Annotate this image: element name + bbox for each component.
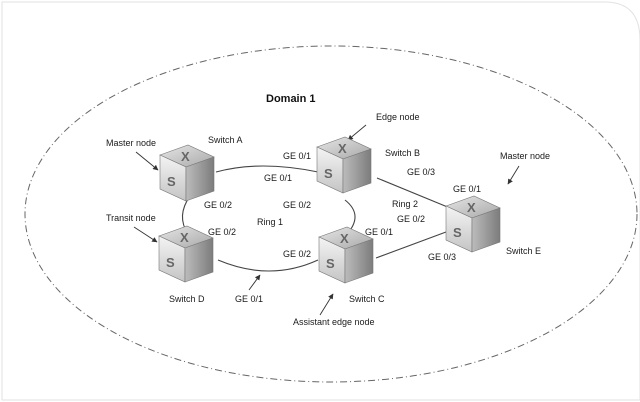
port-label: GE 0/2 (208, 227, 236, 237)
role-label-a: Master node (106, 138, 156, 148)
switch-c-name: Switch C (349, 294, 385, 304)
link-b-e (376, 177, 451, 209)
link-a-b (215, 165, 319, 173)
role-label-c: Assistant edge node (293, 317, 375, 327)
port-label: GE 0/3 (428, 252, 456, 262)
ring-2-label: Ring 2 (392, 199, 418, 209)
port-label: GE 0/3 (407, 167, 435, 177)
s-glyph-icon: S (453, 225, 462, 240)
port-label: GE 0/2 (283, 200, 311, 210)
port-label: GE 0/1 (283, 151, 311, 161)
role-label-d: Transit node (106, 213, 156, 223)
switch-e-name: Switch E (506, 246, 541, 256)
port-label: GE 0/2 (204, 200, 232, 210)
role-label-e: Master node (500, 151, 550, 161)
port-label: GE 0/1 (264, 173, 292, 183)
s-glyph-icon: S (324, 166, 333, 181)
s-glyph-icon: S (167, 174, 176, 189)
x-glyph-icon: X (340, 231, 349, 246)
ring-1-label: Ring 1 (257, 217, 283, 227)
port-label: GE 0/1 (235, 294, 263, 304)
switch-a-name: Switch A (208, 135, 243, 145)
x-glyph-icon: X (467, 200, 476, 215)
domain-title: Domain 1 (266, 93, 316, 105)
domain-boundary (24, 45, 638, 383)
x-glyph-icon: X (181, 149, 190, 164)
switch-d-name: Switch D (169, 294, 205, 304)
port-label: GE 0/2 (397, 214, 425, 224)
link-c-e (375, 231, 447, 259)
x-glyph-icon: X (180, 230, 189, 245)
switch-b-name: Switch B (385, 148, 420, 158)
x-glyph-icon: X (338, 141, 347, 156)
port-label: GE 0/1 (453, 184, 481, 194)
port-label: GE 0/1 (365, 227, 393, 237)
s-glyph-icon: S (166, 255, 175, 270)
s-glyph-icon: S (326, 256, 335, 271)
callouts (133, 124, 520, 316)
role-label-b: Edge node (376, 112, 420, 122)
switch-glyphs: X S X S X S X S X S (166, 141, 476, 271)
port-label: GE 0/2 (283, 249, 311, 259)
link-d-c (217, 259, 319, 272)
